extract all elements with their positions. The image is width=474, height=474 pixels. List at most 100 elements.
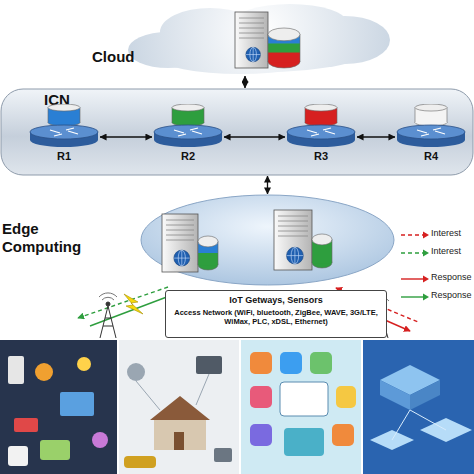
router-shape-part	[397, 125, 465, 139]
device-photo-part	[196, 356, 222, 374]
ellipse-shape-part	[198, 236, 218, 247]
device-photo-part	[119, 340, 239, 474]
cloud-shape-part	[239, 38, 264, 39]
device-photo	[119, 340, 239, 474]
legend-text: Response	[431, 290, 472, 300]
device-photo-part	[136, 374, 209, 410]
cloud-shape-part	[268, 53, 300, 63]
router-node: R1	[28, 104, 100, 170]
device-photo-part	[174, 432, 184, 450]
ellipse-shape-part	[141, 195, 394, 285]
router-shape-part	[305, 104, 337, 111]
device-photo-part	[0, 340, 117, 474]
ellipse-shape-part	[278, 216, 308, 217]
device-photo-part	[92, 432, 108, 448]
ellipse-shape-part	[166, 230, 194, 231]
device-photo-part	[124, 456, 156, 468]
router-shape-part	[415, 104, 447, 111]
router-shape-part	[48, 104, 80, 111]
device-photo-part	[154, 420, 206, 450]
ellipse-shape-part	[166, 225, 194, 226]
legend-text: Interest	[431, 246, 461, 256]
device-photo-part	[280, 382, 328, 416]
legend-sample-part	[401, 252, 424, 253]
ellipse-shape-part	[174, 250, 190, 266]
antenna-symbol-part	[99, 293, 117, 300]
legend-sample-part	[401, 296, 424, 297]
router-label: R3	[285, 150, 357, 162]
legend-text: Response	[431, 272, 472, 282]
legend-entry: Response	[400, 290, 474, 304]
device-photo-part	[332, 424, 354, 446]
legend-entry: Interest	[400, 228, 474, 242]
cloud-shape-part	[268, 43, 300, 53]
device-photo	[0, 340, 117, 474]
cloud-shape-part	[246, 47, 261, 62]
device-photo-part	[241, 340, 361, 474]
device-photo-part	[336, 386, 356, 408]
router-node: R2	[152, 104, 224, 170]
legend-sample-part	[401, 234, 424, 235]
device-photo-part	[8, 446, 28, 466]
cloud-shape-part	[250, 47, 257, 62]
legend-sample	[400, 274, 430, 284]
network-band: ICNR1R2R3R4	[0, 88, 474, 176]
legend-sample-part	[423, 276, 429, 283]
device-photo-part	[250, 386, 272, 408]
ellipse-shape-part	[274, 210, 312, 270]
legend-entry: Response	[400, 272, 474, 286]
ellipse-shape-part	[166, 220, 194, 221]
device-photo-part	[40, 440, 70, 460]
box-body: Access Network (WiFi, bluetooth, ZigBee,…	[171, 308, 381, 326]
legend-sample	[400, 248, 430, 258]
antenna-symbol-part	[100, 306, 116, 338]
legend-sample-part	[423, 232, 429, 239]
cloud-node: Cloud	[90, 2, 400, 76]
router-shape-part	[174, 128, 202, 136]
ellipse-shape-part	[278, 221, 308, 222]
layer-label: Cloud	[92, 48, 135, 65]
legend-sample-part	[423, 294, 429, 301]
gateway-box: IoT Getways, SensorsAccess Network (WiFi…	[165, 290, 387, 338]
cloud-shape-part	[239, 23, 264, 24]
device-photo-part	[380, 380, 410, 410]
legend-sample-part	[401, 278, 424, 279]
cloud-shape-part	[239, 18, 264, 19]
ellipse-shape-part	[162, 214, 198, 272]
ellipse-shape-part	[278, 231, 308, 232]
edge-node: Edge Computing	[140, 194, 395, 286]
cloud-shape-part	[239, 28, 264, 29]
router-shape-part	[307, 128, 335, 136]
device-photo-part	[14, 418, 38, 432]
cloud-shape-part	[246, 47, 261, 62]
layer-label: Edge Computing	[2, 220, 92, 256]
ellipse-shape-part	[291, 247, 299, 264]
ellipse-shape-part	[198, 253, 218, 265]
ellipse-shape-part	[178, 250, 185, 266]
band-shape-part	[1, 89, 473, 175]
device-photo-part	[280, 352, 302, 374]
ellipse-shape-part	[166, 235, 194, 236]
ellipse-shape-part	[312, 251, 332, 263]
device-photo-part	[214, 448, 232, 462]
legend-sample	[400, 292, 430, 302]
device-photo-part	[284, 428, 324, 456]
router-label: R2	[152, 150, 224, 162]
ellipse-shape-part	[312, 234, 332, 245]
router-shape-part	[154, 125, 222, 139]
lightning-symbol-part	[124, 294, 143, 314]
ellipse-shape-part	[174, 250, 190, 266]
ellipse-shape-part	[278, 226, 308, 227]
cloud-shape	[90, 2, 400, 76]
device-photo-part	[150, 396, 210, 420]
cloud-shape-part	[239, 33, 264, 34]
device-photo-part	[310, 352, 332, 374]
ellipse-shape-part	[166, 240, 194, 241]
device-photo-part	[77, 357, 91, 371]
ellipse-shape-part	[278, 236, 308, 237]
device-photo-part	[60, 392, 94, 416]
legend-entry: Interest	[400, 246, 474, 260]
device-photo-part	[8, 356, 24, 384]
router-label: R4	[395, 150, 467, 162]
cloud-shape-part	[235, 12, 268, 68]
